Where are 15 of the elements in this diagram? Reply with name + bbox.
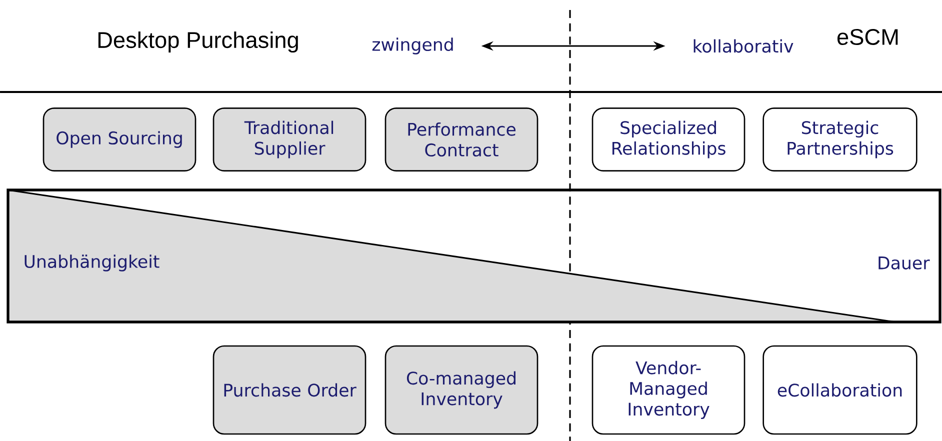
rounded-box: Open Sourcing xyxy=(42,108,196,172)
rounded-box: eCollaboration xyxy=(762,345,918,435)
axis-label: kollaborativ xyxy=(694,39,794,53)
band-label: Dauer xyxy=(878,256,930,270)
rounded-box: Co-managed Inventory xyxy=(384,345,538,435)
rounded-box: Strategic Partnerships xyxy=(762,108,918,172)
rounded-box: Performance Contract xyxy=(384,108,538,172)
heading: Desktop Purchasing xyxy=(98,31,298,53)
band-label: Unabhängigkeit xyxy=(24,254,160,272)
rounded-box: Vendor-Managed Inventory xyxy=(592,345,746,435)
rounded-box: Specialized Relationships xyxy=(592,108,746,172)
axis-label: zwingend xyxy=(372,38,453,54)
rounded-box: Traditional Supplier xyxy=(212,108,366,172)
heading: eSCM xyxy=(837,28,898,46)
rounded-box: Purchase Order xyxy=(212,345,366,435)
